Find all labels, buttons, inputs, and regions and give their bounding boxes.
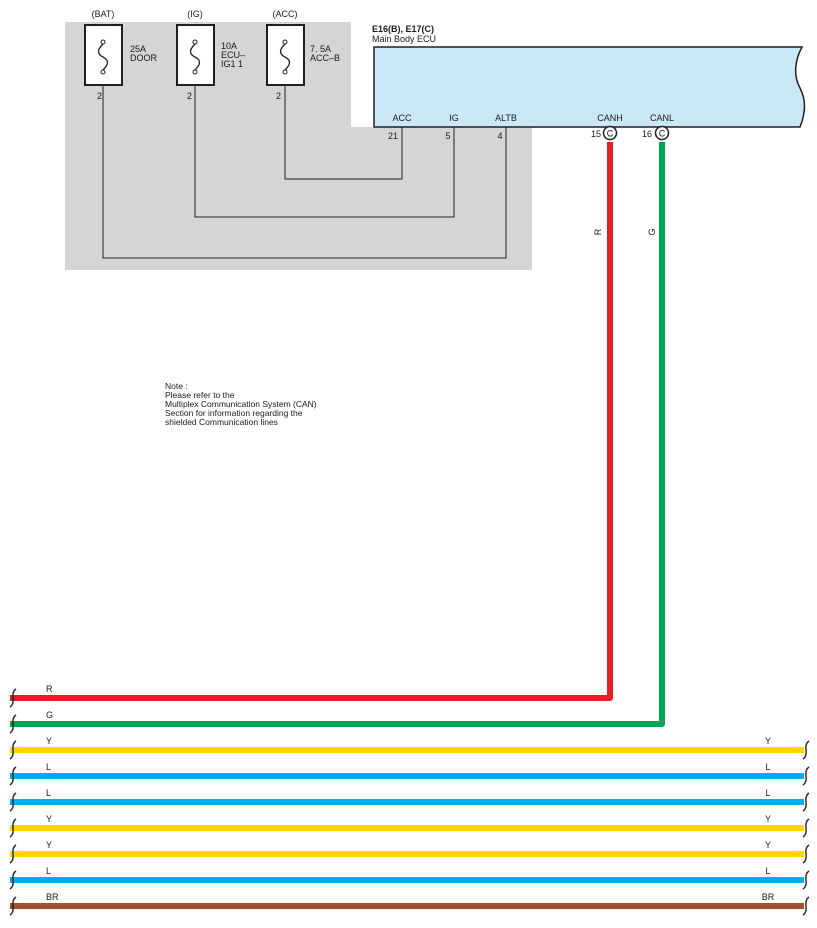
fuse-acc: (ACC) 7. 5A ACC–B 2 [266, 9, 340, 101]
terminal-ig-label: IG [449, 113, 459, 123]
fuse-ig: (IG) 10A ECU– IG1 1 2 [176, 9, 245, 101]
break-mark [9, 740, 17, 760]
fuse-icon [279, 43, 291, 71]
canh-wire [10, 142, 613, 701]
fuse-acc-name: ACC–B [310, 53, 340, 63]
break-mark [802, 792, 810, 812]
bus-wires [10, 747, 804, 909]
bus-right-label: L [765, 866, 770, 876]
canl-wire-color: G [647, 228, 657, 235]
fuse-bat-pin: 2 [97, 91, 102, 101]
terminal-acc-label: ACC [392, 113, 412, 123]
break-mark [9, 818, 17, 838]
bus-wire-labels: R G Y L L Y Y L BR Y L L Y Y L BR [46, 684, 775, 902]
bus-left-label: L [46, 866, 51, 876]
break-mark [9, 844, 17, 864]
bus-right-label: BR [762, 892, 775, 902]
break-mark [802, 896, 810, 916]
note-line-5: shielded Communication lines [165, 417, 278, 427]
fuse-bat-rating: 25A [130, 44, 146, 54]
terminal-acc-pin: 21 [388, 131, 398, 141]
fuse-acc-pin: 2 [276, 91, 281, 101]
bus-left-label: BR [46, 892, 59, 902]
fuse-ig-pin: 2 [187, 91, 192, 101]
bus-left-label: Y [46, 814, 52, 824]
fuse-icon [97, 43, 109, 71]
bus-left-label: R [46, 684, 53, 694]
terminal-canh-label: CANH [597, 113, 623, 123]
fuse-ig-name-1: ECU– [221, 50, 245, 60]
bus-left-label: L [46, 762, 51, 772]
bus-left-label: Y [46, 736, 52, 746]
bus-left-label: Y [46, 840, 52, 850]
terminal-canl-label: CANL [650, 113, 674, 123]
bus-right-label: Y [765, 814, 771, 824]
terminal-ig-pin: 5 [445, 131, 450, 141]
connector-canl-code: C [659, 129, 666, 139]
break-mark [802, 870, 810, 890]
fuse-icon [189, 43, 201, 71]
break-mark [802, 844, 810, 864]
fuse-bat-source: (BAT) [92, 9, 115, 19]
terminal-canh-pin: 15 [591, 129, 601, 139]
note: Note : Please refer to the Multiplex Com… [165, 381, 317, 427]
break-mark [9, 714, 17, 734]
terminal-canl-pin: 16 [642, 129, 652, 139]
ecu-name: Main Body ECU [372, 34, 436, 44]
break-mark [9, 766, 17, 786]
wire-break-marks [9, 688, 810, 916]
fuse-acc-rating: 7. 5A [310, 44, 331, 54]
connector-canh-code: C [607, 129, 614, 139]
wire-ig-ig [194, 86, 455, 218]
fuse-bat-name: DOOR [130, 53, 158, 63]
connector-canl: C [654, 125, 670, 141]
canl-wire [10, 142, 665, 727]
fuse-ig-name-2: IG1 1 [221, 59, 243, 69]
break-mark [9, 688, 17, 708]
bus-right-label: L [765, 788, 770, 798]
break-mark [802, 740, 810, 760]
terminal-altb-pin: 4 [497, 131, 502, 141]
fuse-ig-rating: 10A [221, 41, 237, 51]
note-line-1: Note : [165, 381, 188, 391]
fuse-bat: (BAT) 25A DOOR 2 [84, 9, 158, 101]
connector-canh: C [602, 125, 618, 141]
note-line-2: Please refer to the [165, 390, 235, 400]
break-mark [9, 792, 17, 812]
canh-wire-color: R [593, 228, 603, 235]
terminal-altb-label: ALTB [495, 113, 517, 123]
ecu-box [373, 46, 806, 128]
bus-left-label: G [46, 710, 53, 720]
ecu-connector-codes: E16(B), E17(C) [372, 24, 434, 34]
bus-right-label: L [765, 762, 770, 772]
break-mark [9, 870, 17, 890]
wire-bat-altb [102, 86, 507, 259]
break-mark [802, 818, 810, 838]
wire-acc-acc [284, 86, 403, 180]
break-mark [9, 896, 17, 916]
fuse-ig-source: (IG) [187, 9, 203, 19]
note-line-4: Section for information regarding the [165, 408, 303, 418]
bus-left-label: L [46, 788, 51, 798]
bus-right-label: Y [765, 840, 771, 850]
note-line-3: Multiplex Communication System (CAN) [165, 399, 317, 409]
break-mark [802, 766, 810, 786]
internal-wiring [102, 86, 507, 259]
fuse-acc-source: (ACC) [273, 9, 298, 19]
bus-right-label: Y [765, 736, 771, 746]
